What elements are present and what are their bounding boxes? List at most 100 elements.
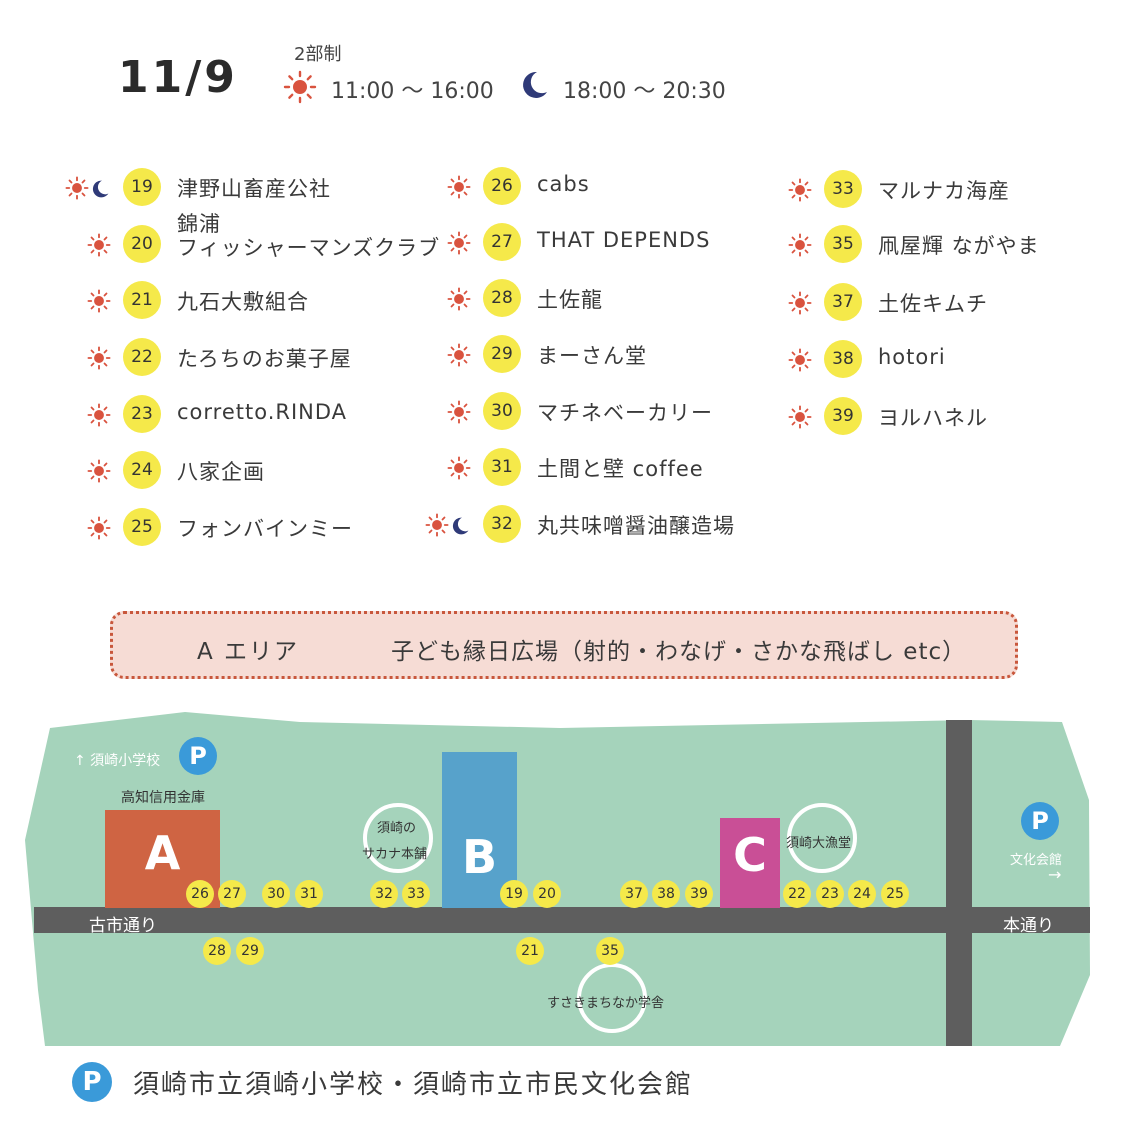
sun-icon: [87, 516, 111, 540]
session-icons: [788, 233, 812, 257]
area-a-label: A エリア: [197, 639, 300, 665]
block-c-letter: C: [733, 828, 767, 882]
map-pin[interactable]: 25: [881, 880, 909, 908]
parking-icon-north: P: [179, 737, 217, 775]
session-icons: [87, 289, 111, 313]
vendor-name: 土佐キムチ: [878, 292, 988, 316]
hon-road-label: 本通り: [1003, 916, 1054, 936]
vendor-name-line1: 錦浦: [177, 212, 221, 236]
sun-icon: [425, 513, 449, 537]
parking-icon-footer: P: [72, 1062, 112, 1102]
vendor-row: 35 凧屋輝 ながやま: [788, 225, 1131, 265]
map-pin[interactable]: 38: [652, 880, 680, 908]
vendor-number: 28: [483, 279, 521, 317]
event-date: 11/9: [118, 52, 238, 103]
session-icons: [788, 178, 812, 202]
moon-icon: [523, 71, 547, 98]
sun-icon: [788, 178, 812, 202]
vendor-name: THAT DEPENDS: [537, 228, 711, 252]
sun-icon: [447, 175, 471, 199]
session-icons: [788, 348, 812, 372]
session-icons: [65, 176, 111, 200]
map-pin[interactable]: 26: [186, 880, 214, 908]
vendor-name: 土佐龍: [537, 288, 603, 312]
vendor-name: 八家企画: [177, 460, 265, 484]
map-pin[interactable]: 22: [783, 880, 811, 908]
map-pin[interactable]: 29: [236, 937, 264, 965]
session-icons: [87, 403, 111, 427]
area-banner: A エリア 子ども縁日広場（射的・わなげ・さかな飛ばし etc）: [110, 611, 1018, 679]
session-icons: [447, 343, 471, 367]
vendor-number: 20: [123, 225, 161, 263]
vendor-number: 27: [483, 223, 521, 261]
vendor-number: 23: [123, 395, 161, 433]
vendor-name: マチネベーカリー: [537, 401, 713, 425]
session-icons: [447, 287, 471, 311]
map-pin[interactable]: 30: [262, 880, 290, 908]
vendor-name: マルナカ海産: [878, 179, 1010, 203]
machinaka-label: すさきまちなか学舎: [547, 996, 665, 1011]
day-session-time: 11:00 ～ 16:00: [331, 79, 494, 104]
vendor-number: 33: [824, 170, 862, 208]
vendor-name: まーさん堂: [537, 344, 647, 368]
bunka-label: 文化会館: [1010, 853, 1063, 868]
map-pin[interactable]: 31: [295, 880, 323, 908]
block-a-letter: A: [144, 826, 181, 880]
vendor-number: 22: [123, 338, 161, 376]
vendor-number: 26: [483, 167, 521, 205]
map-pin[interactable]: 33: [402, 880, 430, 908]
vendor-number: 35: [824, 225, 862, 263]
session-icons: [87, 233, 111, 257]
vendor-number: 32: [483, 505, 521, 543]
sun-icon: [447, 231, 471, 255]
sakana-honpo-circle: [363, 803, 433, 873]
vendor-name: 津野山畜産公社: [177, 177, 331, 201]
map-pin[interactable]: 27: [218, 880, 246, 908]
map-pin[interactable]: 24: [848, 880, 876, 908]
map-pin[interactable]: 35: [596, 937, 624, 965]
sun-icon: [788, 405, 812, 429]
taigyodo-circle: [787, 803, 857, 873]
sun-icon: [788, 348, 812, 372]
sun-icon: [788, 233, 812, 257]
vendor-number: 31: [483, 448, 521, 486]
sun-icon: [447, 287, 471, 311]
vendor-name: 凧屋輝 ながやま: [878, 234, 1040, 258]
vendor-row: 33 マルナカ海産: [788, 170, 1131, 210]
vendor-number: 29: [483, 335, 521, 373]
machinaka-circle: [577, 963, 647, 1033]
map-pin[interactable]: 20: [533, 880, 561, 908]
vendor-number: 30: [483, 392, 521, 430]
vendor-number: 25: [123, 508, 161, 546]
vendor-number: 19: [123, 168, 161, 206]
map-pin[interactable]: 23: [816, 880, 844, 908]
vendor-row: 28 土佐龍: [447, 279, 803, 319]
map-pin[interactable]: 28: [203, 937, 231, 965]
map-pin[interactable]: 19: [500, 880, 528, 908]
vendor-name: フォンバインミー: [177, 517, 353, 541]
sun-icon: [447, 456, 471, 480]
map-pin[interactable]: 37: [620, 880, 648, 908]
session-icons: [447, 456, 471, 480]
vendor-number: 38: [824, 340, 862, 378]
map-pin[interactable]: 39: [685, 880, 713, 908]
session-icons: [87, 459, 111, 483]
vendor-row: 29 まーさん堂: [447, 335, 803, 375]
map-pin[interactable]: 32: [370, 880, 398, 908]
vendor-row: 20 錦浦フィッシャーマンズクラブ: [87, 212, 443, 265]
map-pin[interactable]: 21: [516, 937, 544, 965]
sun-icon: [447, 400, 471, 424]
session-icons: [87, 346, 111, 370]
sakana-label-2: サカナ本舗: [362, 847, 428, 862]
session-icons: [87, 516, 111, 540]
vendor-name-line2: フィッシャーマンズクラブ: [177, 236, 441, 260]
vendor-number: 21: [123, 281, 161, 319]
moon-icon: [452, 517, 469, 535]
